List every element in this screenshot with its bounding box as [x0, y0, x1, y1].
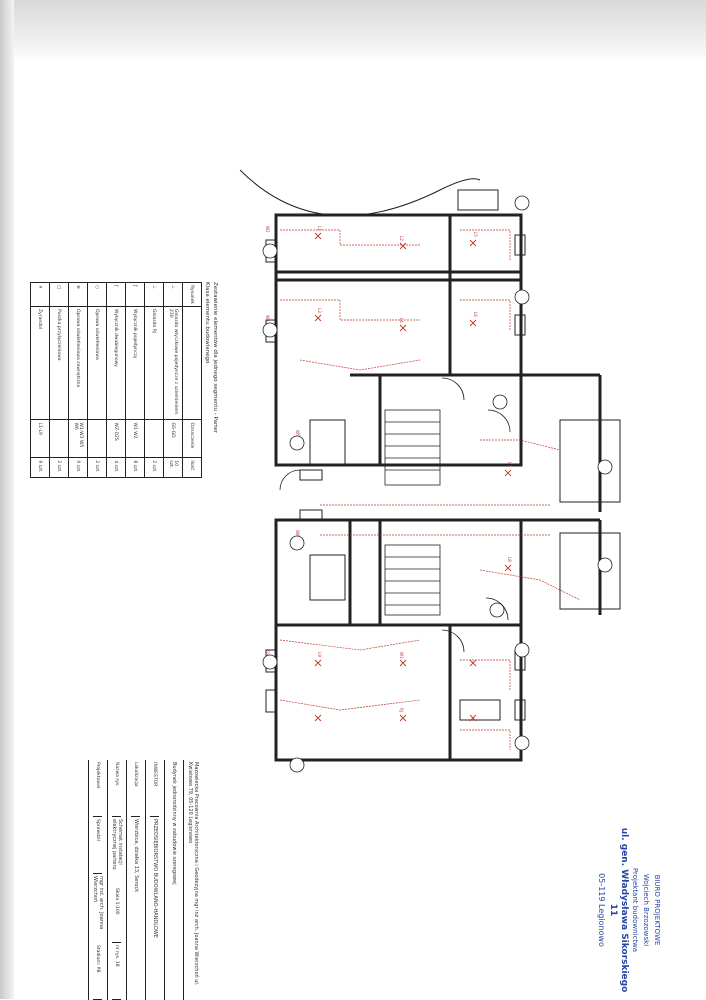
plan-label: RJ — [399, 708, 404, 712]
stamp-line5: 05-119 Legionowo — [597, 873, 606, 947]
legend-qty: 2 szt. — [87, 457, 107, 478]
location-label: Lokalizacja — [131, 760, 141, 817]
legend-qty: 2 szt. — [49, 457, 69, 478]
title-drawing-row: Nazwa rys. Schemat instalacji elektryczn… — [107, 760, 126, 1000]
legend-symbol: ⊗ — [68, 282, 88, 307]
upper-unit-walls — [274, 213, 602, 512]
legend-symbol: ⊥ — [144, 282, 164, 307]
legend-desc: Gniazdo wtyczkowe pojedyncze z uziemieni… — [163, 306, 183, 420]
legend-header-empty — [182, 306, 202, 420]
stamp-line4: ul. gen. Władysława Sikorskiego 11 — [608, 827, 629, 993]
legend-symbol: ○ — [87, 282, 107, 307]
investor-value: PRZEDSIĘBIORSTWO BUDOWLANO-HANDLOWE — [152, 819, 158, 938]
legend-code: L1-L9 — [30, 419, 50, 458]
legend-title: Zestawienie elementów dla jednego segmen… — [212, 282, 218, 434]
legend-qty: 4 szt. — [106, 457, 126, 478]
plan-label: L5 — [473, 232, 478, 237]
plan-label: L8 — [507, 557, 512, 562]
wiring-lines — [279, 229, 581, 750]
stamp-line2: Wojciech Brzozowski — [642, 873, 650, 947]
plan-label: L4 — [399, 318, 404, 323]
door-swings — [279, 377, 511, 653]
plan-label: W5 — [295, 430, 300, 437]
plan-label: L6 — [473, 312, 478, 317]
legend-code — [144, 419, 164, 458]
plan-label: L2 — [399, 236, 404, 241]
designer-label: Projektował — [93, 760, 103, 817]
legend-desc: Oprawa oświetleniowa zewnętrzna — [68, 306, 88, 420]
drawing-number: nr rys. 18 — [112, 943, 122, 1000]
plan-label: W3 — [265, 315, 270, 322]
legend-code: WZ-D2S — [106, 419, 126, 458]
legend-code — [49, 419, 69, 458]
legend-symbol: ✕ — [30, 282, 50, 307]
lower-unit-walls — [274, 518, 602, 762]
company-name: Mazowiecka Pracownia Architektoniczna i … — [187, 762, 199, 986]
legend-subtitle: Klasa elementu budowlanego — [204, 282, 210, 364]
designer-stamp: BIURO PROJEKTOWE Wojciech Brzozowski Pro… — [596, 820, 662, 1000]
plan-label: L3 — [317, 308, 322, 313]
legend-desc: Puszka przyłączeniowa — [49, 306, 69, 420]
legend-desc: Wyłącznik dwubiegunowy — [106, 306, 126, 420]
legend-symbol: ⊥ — [163, 282, 183, 307]
title-location-row: Lokalizacja Wierzbica, działka 13, Seroc… — [126, 760, 145, 1000]
legend-qty: 2 szt. — [144, 457, 164, 478]
window-symbols — [265, 234, 526, 721]
plan-label: L7 — [507, 462, 512, 467]
legend-table: Zestawienie elementów dla jednego segmen… — [30, 282, 218, 482]
plan-label: W2 — [265, 226, 270, 233]
legend-qty: 9 szt. — [68, 457, 88, 478]
legend-header-drawing: Rysunek — [182, 282, 202, 307]
title-company-row: Mazowiecka Pracownia Architektoniczna i … — [183, 760, 202, 1000]
scan-edge — [0, 0, 14, 999]
perimeter-lamps — [262, 195, 613, 773]
plan-label: GS — [265, 650, 270, 656]
object-name: Budynek jednorodzinny w zabudowie szereg… — [171, 762, 177, 885]
terraces — [559, 419, 621, 610]
title-object-row: Budynek jednorodzinny w zabudowie szereg… — [164, 760, 183, 1000]
scale-value: Skala 1:100 — [112, 886, 122, 943]
light-points — [314, 232, 512, 722]
legend-code — [87, 419, 107, 458]
bathrooms — [309, 189, 501, 721]
plan-label: W1 — [399, 652, 404, 659]
plan-label: L9 — [317, 652, 322, 657]
phase-value: Stadium: PB — [93, 943, 103, 1000]
legend-grid: Rysunek Oznaczenie Ilość ⊥Gniazdo wtyczk… — [30, 282, 202, 478]
legend-header-code: Oznaczenie — [182, 419, 202, 458]
designer-name: mgr inż. arch. Joanna Wierzchoń — [92, 876, 104, 930]
legend-desc: Wyłącznik pojedynczy — [125, 306, 145, 420]
stamp-line3: Projektant budownictwa — [631, 867, 639, 953]
plan-boundary-curve — [239, 169, 481, 217]
plan-label: W6 — [295, 530, 300, 537]
stamp-line1: BIURO PROJEKTOWE — [653, 874, 661, 946]
legend-desc: Gniazdo RJ — [144, 306, 164, 420]
plan-label: L1 — [317, 226, 322, 231]
legend-qty: 9 szt. — [30, 457, 50, 478]
stairs — [384, 409, 441, 616]
legend-code: GS-GD — [163, 419, 183, 458]
investor-label: INWESTOR — [150, 760, 160, 817]
title-designer-row: Projektował Sprawdził mgr inż. arch. Joa… — [88, 760, 107, 1000]
legend-symbol: ƒ — [106, 282, 126, 307]
legend-header-qty: Ilość — [182, 457, 202, 478]
drawing-value: Schemat instalacji elektrycznej parteru — [111, 819, 123, 870]
checker-label: Sprawdził — [93, 817, 103, 874]
legend-desc: Zyrandol — [30, 306, 50, 420]
title-investor-row: INWESTOR PRZEDSIĘBIORSTWO BUDOWLANO-HAND… — [145, 760, 164, 1000]
title-block: Mazowiecka Pracownia Architektoniczna i … — [88, 760, 202, 1000]
scan-shadow — [0, 0, 706, 62]
legend-desc: Oprawa oświetleniowa — [87, 306, 107, 420]
legend-symbol: □ — [49, 282, 69, 307]
legend-qty: 10 szt. — [163, 457, 183, 478]
legend-code: W1-W3 W5 W6 — [68, 419, 88, 458]
legend-qty: 8 szt. — [125, 457, 145, 478]
drawing-label: Nazwa rys. — [112, 760, 122, 817]
legend-symbol: ƒ — [125, 282, 145, 307]
location-value: Wierzbica, działka 13, Serock — [133, 819, 139, 893]
legend-code: W1 W2 — [125, 419, 145, 458]
